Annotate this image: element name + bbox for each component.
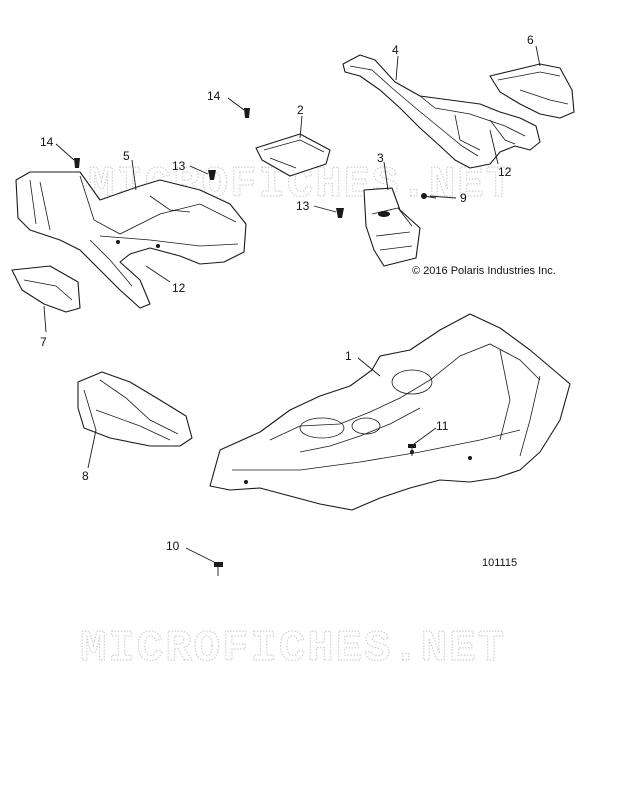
part-2-drawing <box>255 133 331 177</box>
fastener-9 <box>421 193 437 199</box>
callout-6: 6 <box>527 33 534 47</box>
fastener-13-upper <box>208 170 216 180</box>
callout-8: 8 <box>82 469 89 483</box>
callout-14-upper: 14 <box>207 89 221 103</box>
fastener-13-lower <box>336 208 344 218</box>
fastener-14-upper <box>244 108 250 118</box>
callout-2: 2 <box>297 103 304 117</box>
fastener-11 <box>408 444 416 456</box>
watermark-bottom: MICROFICHES.NET <box>80 624 506 674</box>
callout-11: 11 <box>436 419 449 433</box>
callout-12-left: 12 <box>172 281 186 295</box>
callout-14-left: 14 <box>40 135 54 149</box>
part-7-drawing <box>11 265 81 313</box>
part-3-drawing <box>363 187 421 267</box>
callout-10: 10 <box>166 539 180 553</box>
fastener-10 <box>214 562 223 576</box>
callout-13-lower: 13 <box>296 199 310 213</box>
callout-13-upper: 13 <box>172 159 186 173</box>
part-4-drawing <box>342 54 541 169</box>
callout-9: 9 <box>460 191 467 205</box>
leader-lines <box>43 45 541 563</box>
fastener-14-left <box>74 158 80 168</box>
part-5-drawing <box>15 171 247 309</box>
copyright-notice: © 2016 Polaris Industries Inc. <box>412 265 556 277</box>
callout-3: 3 <box>377 151 384 165</box>
part-6-drawing <box>489 63 575 119</box>
callout-5: 5 <box>123 149 130 163</box>
callout-12-right: 12 <box>498 165 512 179</box>
callout-4: 4 <box>392 43 399 57</box>
callout-7: 7 <box>40 335 47 349</box>
callout-1: 1 <box>345 349 352 363</box>
part-8-drawing <box>77 371 193 447</box>
diagram-id: 101115 <box>482 557 517 569</box>
part-1-drawing <box>209 313 571 511</box>
